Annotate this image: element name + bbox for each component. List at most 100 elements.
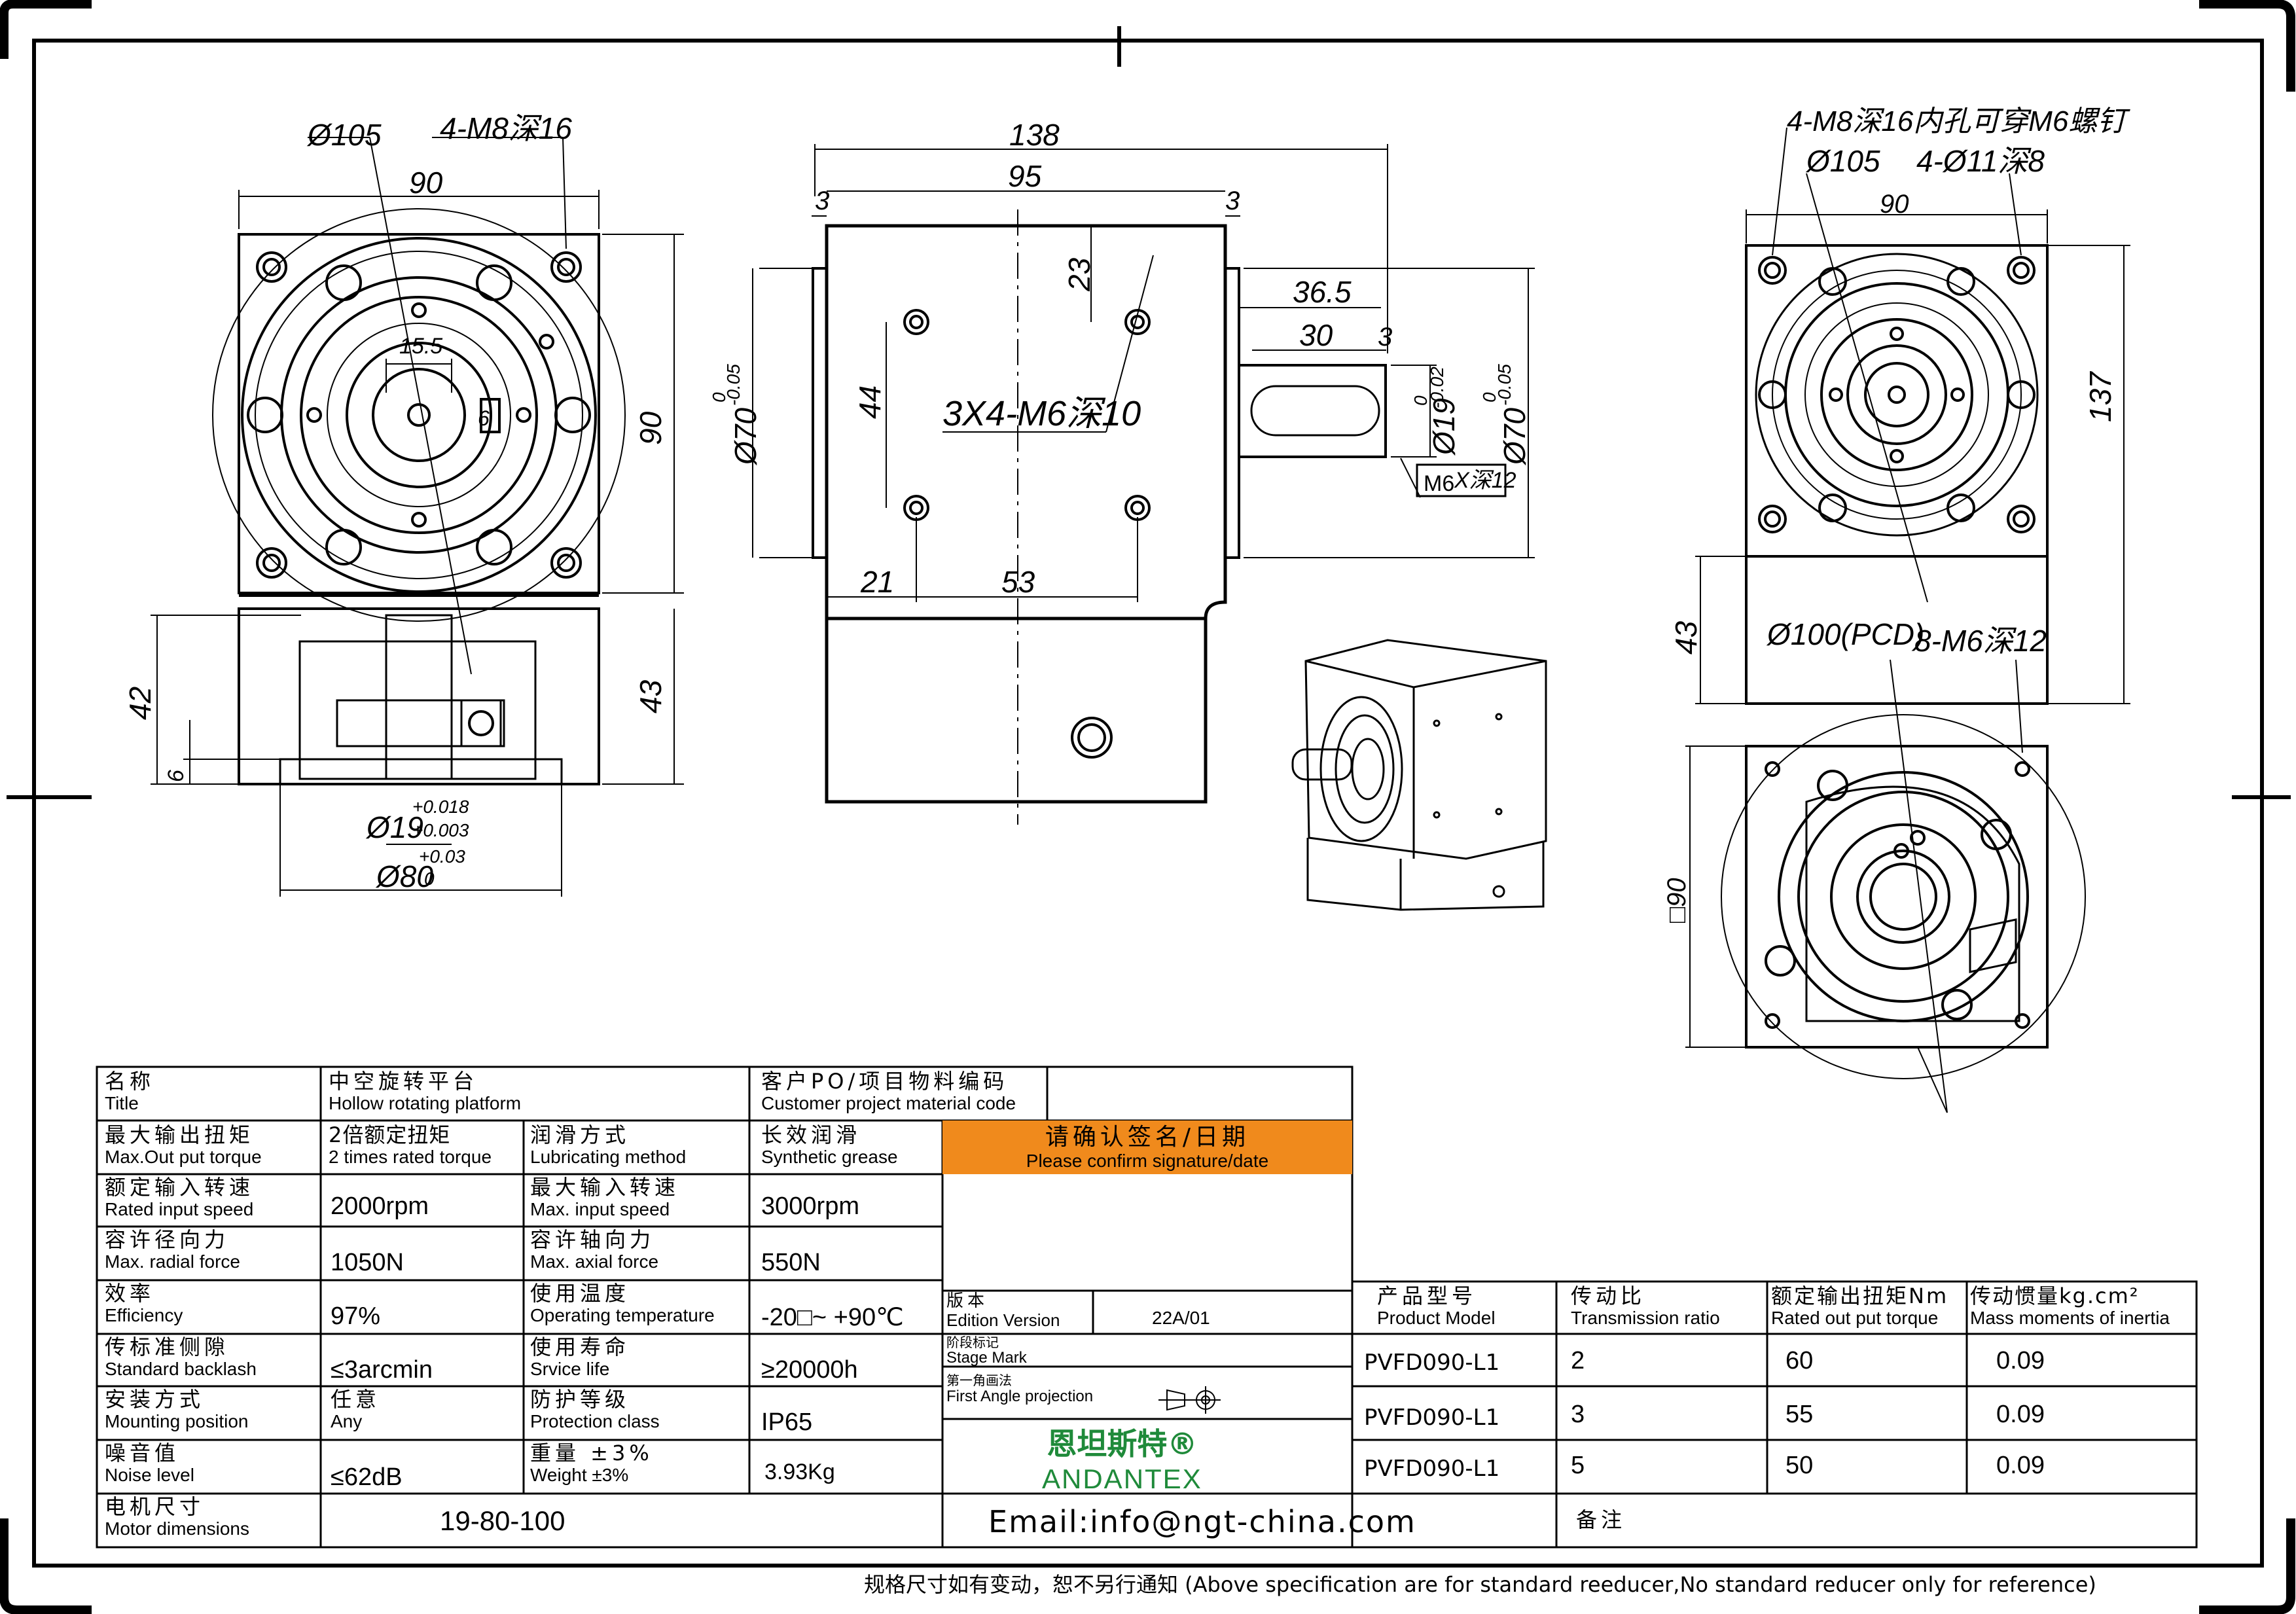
brand-logo: 恩坦斯特® ANDANTEX (1042, 1426, 1202, 1494)
dim-3c: 3 (1378, 323, 1392, 351)
dim-d80-tol-up: +0.03 (419, 846, 465, 867)
rated-speed-value: 2000rpm (331, 1193, 429, 1220)
dim-w90: 90 (409, 166, 443, 200)
dim-h43: 43 (634, 679, 668, 713)
efficiency-value: 97% (331, 1302, 381, 1330)
dim-30: 30 (1299, 318, 1333, 352)
dim-right-d105: Ø105 (1805, 144, 1880, 178)
edition-label: 版本 Edition Version (946, 1291, 1060, 1330)
weight-label: 重量 ±3% Weight ±3% (530, 1441, 653, 1485)
dim-right-m6: 8-M6深12 (1914, 624, 2047, 658)
model-row-2-model: PVFD090-L1 (1364, 1405, 1500, 1431)
dim-53: 53 (1001, 565, 1035, 599)
backlash-value: ≤3arcmin (331, 1356, 433, 1384)
table-grid (96, 1066, 2198, 1549)
model-row-1-inertia: 0.09 (1996, 1347, 2045, 1374)
dim-3a: 3 (815, 187, 829, 215)
dim-d19-tol-lo: +0.003 (412, 820, 469, 840)
dim-key6: 6 (478, 406, 490, 430)
dim-95: 95 (1008, 159, 1042, 193)
dim-h90: 90 (634, 411, 668, 445)
dim-right-h43: 43 (1669, 620, 1703, 655)
dim-h42: 42 (123, 687, 157, 720)
dim-d70b-tol-lo: -0.05 (1494, 364, 1515, 406)
remark-label: 备注 (1576, 1507, 1626, 1532)
customer-code-label: 客户PO/项目物料编码 Customer project material co… (761, 1069, 1016, 1113)
dim-3b: 3 (1225, 187, 1240, 215)
max-speed-label: 最大输入转速 Max. input speed (530, 1175, 680, 1219)
middle-view-dims: 138 95 3 3 23 44 3X4-M6深10 21 53 36.5 30… (709, 118, 1532, 599)
dim-23: 23 (1062, 257, 1096, 292)
dim-d70b: Ø70 (1498, 408, 1532, 466)
efficiency-label: 效率 Efficiency (105, 1281, 183, 1325)
dim-right-pcd: Ø100(PCD) (1766, 617, 1924, 651)
dim-d105: Ø105 (306, 118, 382, 152)
noise-label: 噪音值 Noise level (105, 1441, 194, 1485)
protection-value: IP65 (761, 1408, 813, 1436)
dim-d19-shaft-tol-up: 0 (1410, 395, 1431, 406)
lubrication-label: 润滑方式 Lubricating method (530, 1122, 687, 1167)
right-view-bottom-dims: Ø100(PCD) 8-M6深12 □90 (1662, 617, 2047, 923)
header-torque: 额定输出扭矩Nm Rated out put torque (1771, 1283, 1949, 1328)
dim-m8: 4-M8深16 (440, 111, 572, 145)
dim-15-5: 15.5 (399, 334, 442, 359)
lubrication-value: 长效润滑 Synthetic grease (761, 1122, 898, 1167)
dim-h6: 6 (164, 770, 188, 782)
protection-label: 防护等级 Protection class (530, 1387, 660, 1431)
dim-d70a-tol-up: 0 (709, 392, 729, 403)
motor-dim-label: 电机尺寸 Motor dimensions (105, 1494, 249, 1539)
dim-138: 138 (1009, 118, 1060, 152)
dim-right-sq90: □90 (1662, 878, 1691, 923)
dim-d19-shaft: Ø19 (1427, 398, 1461, 456)
dim-d70a-tol-lo: -0.05 (723, 364, 744, 406)
dim-44: 44 (853, 386, 887, 419)
model-row-3-ratio: 5 (1571, 1452, 1585, 1479)
dim-d70b-tol-up: 0 (1479, 392, 1499, 403)
stage-mark-label: 阶段标记 Stage Mark (946, 1335, 1027, 1367)
dim-36-5: 36.5 (1293, 275, 1352, 309)
right-view-bottom (1685, 659, 2086, 1113)
inner-border (32, 39, 2264, 1568)
model-row-1-ratio: 2 (1571, 1347, 1585, 1374)
dim-d70a: Ø70 (728, 408, 762, 466)
middle-view (752, 144, 1535, 825)
center-marks (7, 26, 2291, 799)
max-torque-value: 2倍额定扭矩 2 times rated torque (329, 1122, 492, 1167)
dim-d19: Ø19 (365, 810, 423, 844)
dim-d19-shaft-tol-lo: -0.02 (1427, 367, 1447, 408)
backlash-label: 传标准侧隙 Standard backlash (105, 1335, 257, 1379)
dim-m6: M6 (1424, 471, 1454, 496)
title-value: 中空旋转平台 Hollow rotating platform (329, 1069, 522, 1113)
radial-force-value: 1050N (331, 1249, 404, 1276)
header-inertia: 传动惯量kg.cm² Mass moments of inertia (1970, 1283, 2170, 1328)
noise-value: ≤62dB (331, 1463, 403, 1491)
confirm-signature-banner: 请确认签名/日期 Please confirm signature/date (942, 1121, 1352, 1174)
model-row-1-torque: 60 (1785, 1347, 1814, 1374)
projection-label: 第一角画法 First Angle projection (946, 1372, 1094, 1405)
service-life-value: ≥20000h (761, 1356, 858, 1384)
dim-d80: Ø80 (375, 859, 433, 893)
max-speed-value: 3000rpm (761, 1193, 859, 1220)
axial-force-value: 550N (761, 1249, 821, 1276)
dim-d19-tol-up: +0.018 (412, 797, 469, 817)
model-row-2-ratio: 3 (1571, 1401, 1585, 1428)
rated-speed-label: 额定输入转速 Rated input speed (105, 1175, 255, 1219)
header-model: 产品型号 Product Model (1377, 1283, 1496, 1328)
dim-21: 21 (860, 565, 894, 599)
model-row-1-model: PVFD090-L1 (1364, 1350, 1500, 1376)
weight-value: 3.93Kg (764, 1460, 835, 1484)
iso-view (1291, 639, 1547, 911)
right-view-top (1695, 127, 2130, 705)
model-row-3-model: PVFD090-L1 (1364, 1456, 1500, 1482)
axial-force-label: 容许轴向力 Max. axial force (530, 1227, 659, 1272)
left-view (151, 137, 684, 897)
temperature-value: -20□~ +90℃ (761, 1304, 904, 1331)
edition-value: 22A/01 (1152, 1308, 1210, 1328)
max-torque-label: 最大输出扭矩 Max.Out put torque (105, 1122, 262, 1167)
title-label: 名称 Title (105, 1069, 155, 1113)
contact-email[interactable]: Email:info@ngt-china.com (988, 1504, 1416, 1539)
footer-disclaimer: 规格尺寸如有变动，恕不另行通知 (Above specification are… (864, 1572, 2096, 1597)
dim-m6-depth: X深12 (1454, 468, 1516, 493)
